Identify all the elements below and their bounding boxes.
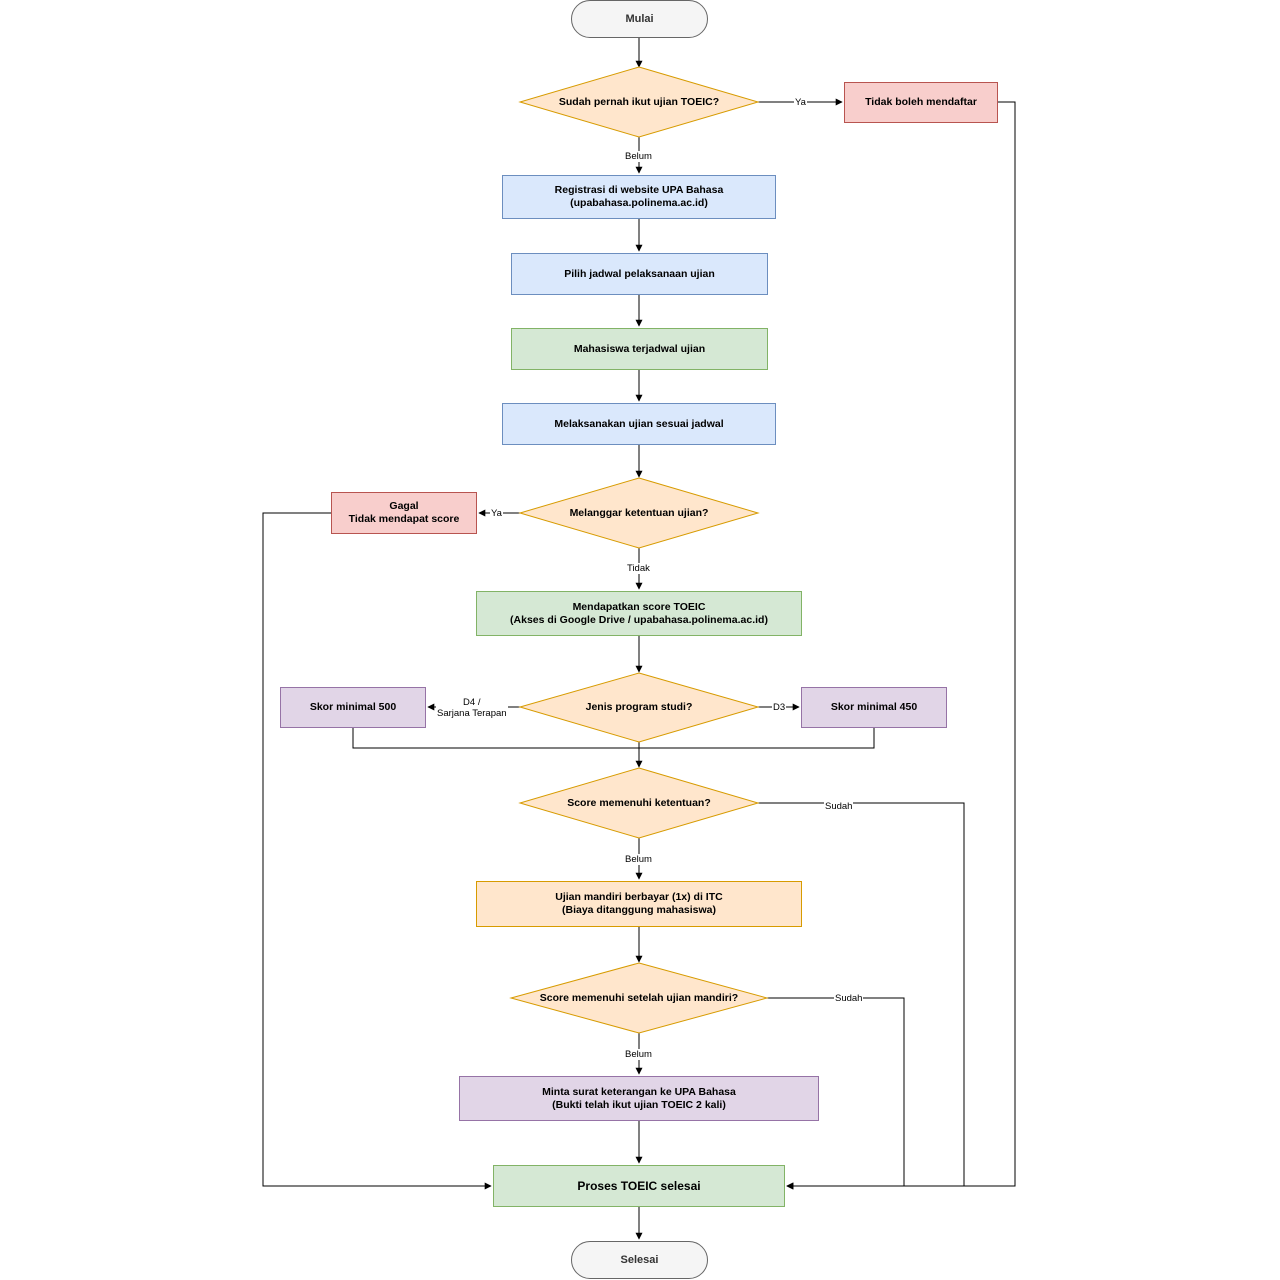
min-500-box: Skor minimal 500 xyxy=(280,687,426,728)
scheduled-box: Mahasiswa terjadwal ujian xyxy=(511,328,768,370)
edge-label-violation-yes: Ya xyxy=(490,508,503,519)
pick-schedule-box: Pilih jadwal pelaksanaan ujian xyxy=(511,253,768,295)
process-done-box: Proses TOEIC selesai xyxy=(493,1165,785,1207)
request-letter-box: Minta surat keterangan ke UPA Bahasa (Bu… xyxy=(459,1076,819,1121)
edge-label-toeic-yes: Ya xyxy=(794,97,807,108)
edge-no-register-to-done xyxy=(786,101,1016,1190)
end-terminal: Selesai xyxy=(571,1241,708,1279)
edge-label-program-d3: D3 xyxy=(772,702,787,713)
edge-failed-to-done xyxy=(262,512,492,1190)
start-terminal: Mulai xyxy=(571,0,708,38)
decision-shape-toeic xyxy=(518,66,760,138)
edge-label-toeic-no: Belum xyxy=(624,151,653,162)
decision-shape-program xyxy=(518,672,760,743)
edge-label-score-after-yes: Sudah xyxy=(834,993,864,1004)
not-allowed-box: Tidak boleh mendaftar xyxy=(844,82,998,123)
decision-shape-violation xyxy=(518,477,760,549)
edge-label-score-after-no: Belum xyxy=(624,1049,653,1060)
edge-label-violation-no: Tidak xyxy=(626,563,651,574)
edge-label-score-yes: Sudah xyxy=(824,801,854,812)
min-450-box: Skor minimal 450 xyxy=(801,687,947,728)
get-score-box: Mendapatkan score TOEIC (Akses di Google… xyxy=(476,591,802,636)
edge-label-program-d4: D4 / Sarjana Terapan xyxy=(436,697,508,719)
take-exam-box: Melaksanakan ujian sesuai jadwal xyxy=(502,403,776,445)
paid-exam-box: Ujian mandiri berbayar (1x) di ITC (Biay… xyxy=(476,881,802,927)
failed-box: Gagal Tidak mendapat score xyxy=(331,492,477,534)
decision-shape-score xyxy=(518,767,760,839)
decision-shape-score-after xyxy=(509,962,769,1034)
edge-min500-merge xyxy=(352,728,639,749)
registration-box: Registrasi di website UPA Bahasa (upabah… xyxy=(502,175,776,219)
edge-min450-merge xyxy=(639,728,875,749)
edge-label-score-no: Belum xyxy=(624,854,653,865)
